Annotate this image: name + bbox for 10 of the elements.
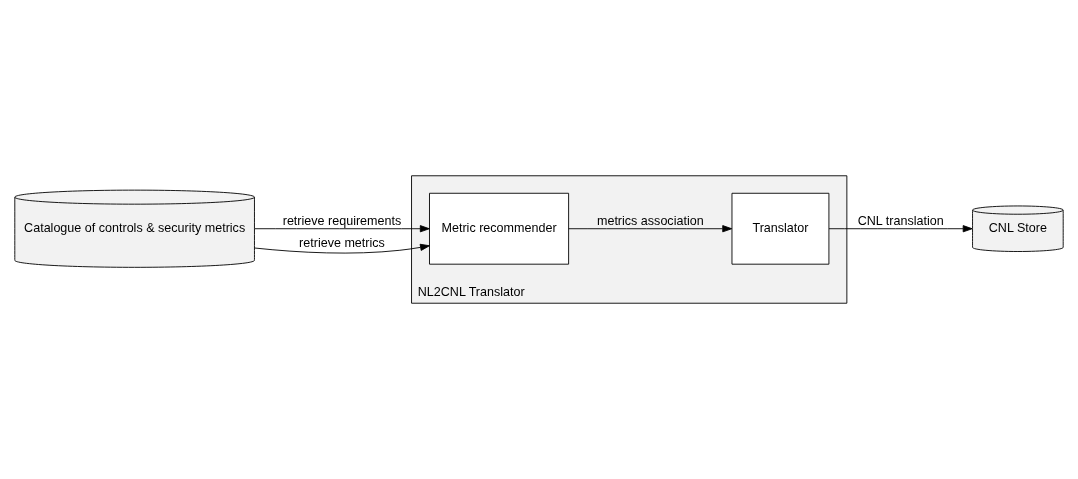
edge-label: metrics association — [596, 214, 704, 229]
arrow — [254, 243, 430, 254]
arrow — [828, 225, 973, 233]
node-box: Translator — [731, 192, 830, 265]
arrow — [254, 225, 430, 233]
node-box: Metric recommender — [429, 192, 570, 265]
edge-label: retrieve metrics — [299, 235, 385, 250]
edge-label: retrieve requirements — [282, 214, 402, 229]
edge-label: CNL translation — [857, 214, 944, 229]
arrow — [568, 225, 733, 233]
